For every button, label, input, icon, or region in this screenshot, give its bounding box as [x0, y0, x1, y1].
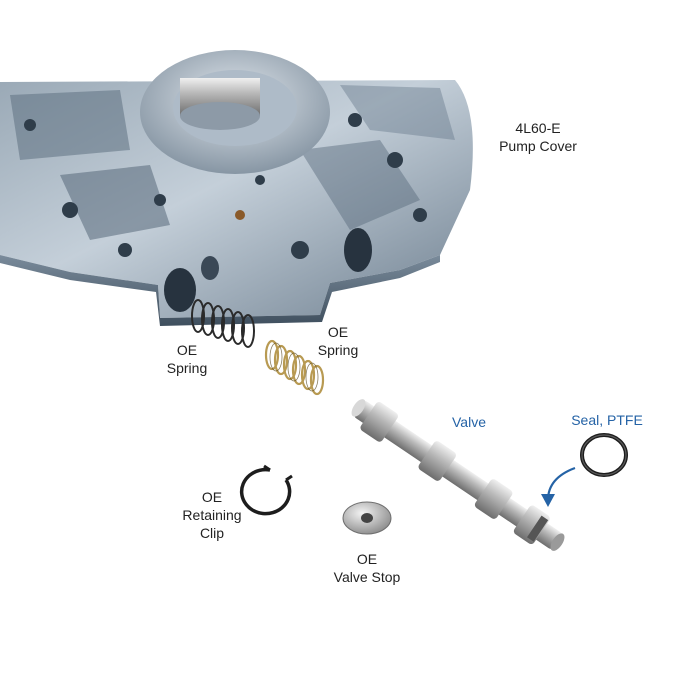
label-oe-valve-stop-line2: Valve Stop [333, 569, 401, 585]
label-pump-cover-line1: 4L60-E [515, 120, 561, 136]
oe-retaining-clip [239, 464, 293, 516]
label-oe-spring-left-line1: OE [176, 342, 198, 358]
label-valve: Valve [439, 413, 499, 431]
label-ptfe-seal: Seal, PTFE [562, 411, 652, 429]
oe-spring-right [264, 339, 325, 396]
label-oe-spring-right: OE Spring [308, 323, 368, 359]
label-oe-spring-left-line2: Spring [166, 360, 208, 376]
oe-valve-stop [342, 501, 392, 535]
ptfe-seal [580, 433, 628, 477]
label-valve-text: Valve [452, 414, 486, 430]
label-oe-spring-left: OE Spring [157, 341, 217, 377]
label-oe-retaining-clip-line1: OE [201, 489, 223, 505]
oe-spring-left [191, 299, 255, 348]
label-oe-valve-stop: OE Valve Stop [317, 550, 417, 586]
label-oe-spring-right-line1: OE [327, 324, 349, 340]
seal-callout-arrowhead [541, 494, 555, 507]
label-pump-cover: 4L60-E Pump Cover [488, 119, 588, 155]
label-pump-cover-line2: Pump Cover [499, 138, 577, 154]
pump-cover [0, 50, 473, 326]
label-oe-spring-right-line2: Spring [317, 342, 359, 358]
valve [351, 399, 565, 551]
label-ptfe-seal-text: Seal, PTFE [571, 412, 643, 428]
label-oe-retaining-clip-line2: Retaining [182, 507, 242, 523]
label-oe-retaining-clip-line3: Clip [199, 525, 225, 541]
label-oe-valve-stop-line1: OE [356, 551, 378, 567]
label-oe-retaining-clip: OE Retaining Clip [172, 488, 252, 542]
